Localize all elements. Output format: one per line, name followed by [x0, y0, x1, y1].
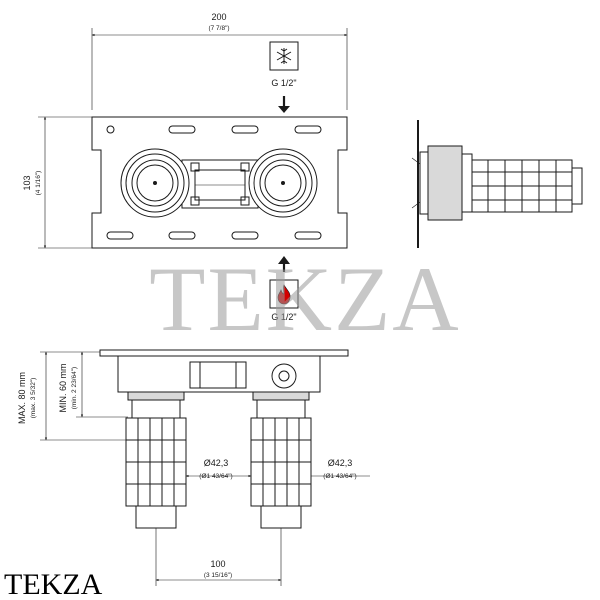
cold-inlet: G 1/2" [269, 41, 299, 113]
min-depth-in-label: (min. 2 23/64") [71, 367, 78, 409]
cold-inlet-label: G 1/2" [271, 78, 296, 88]
spacing-dimension: 100 (3 15/16") [155, 528, 282, 586]
spacing-in-label: (3 15/16") [204, 572, 232, 579]
width-mm-label: 200 [211, 12, 226, 22]
side-view [411, 120, 583, 248]
brand-logo-text: TEKZA [4, 568, 103, 600]
watermark-text: TEKZA [149, 248, 460, 350]
left-connector [120, 148, 190, 218]
right-connector [248, 148, 318, 218]
arrow-up-icon [278, 256, 290, 264]
depth-dimensions: MAX. 80 mm (max. 3 5/32") MIN. 60 mm (mi… [17, 351, 132, 441]
left-cylinder [125, 391, 187, 529]
top-view: MAX. 80 mm (max. 3 5/32") MIN. 60 mm (mi… [17, 349, 370, 586]
max-depth-in-label: (max. 3 5/32") [30, 378, 37, 419]
diameter-left-in-label: (Ø1 43/64") [199, 473, 232, 480]
snowflake-icon [276, 48, 292, 64]
front-view: 200 (7 7/8") 103 (4 1/16") G 1/2" [22, 12, 348, 322]
arrow-down-icon [278, 106, 290, 113]
diameter-right-in-label: (Ø1 43/64") [323, 473, 356, 480]
hot-inlet: G 1/2" [269, 256, 299, 322]
min-depth-mm-label: MIN. 60 mm [58, 363, 68, 412]
hot-inlet-label: G 1/2" [271, 312, 296, 322]
height-mm-label: 103 [22, 175, 32, 190]
mounting-plate [91, 116, 348, 249]
diameter-left-mm-label: Ø42,3 [204, 458, 229, 468]
spacing-mm-label: 100 [210, 559, 225, 569]
width-dimension: 200 (7 7/8") [91, 12, 348, 110]
flame-icon [277, 284, 291, 305]
max-depth-mm-label: MAX. 80 mm [17, 372, 27, 424]
right-cylinder [250, 391, 312, 529]
height-in-label: (4 1/16") [35, 171, 42, 196]
diameter-right-mm-label: Ø42,3 [328, 458, 353, 468]
height-dimension: 103 (4 1/16") [22, 116, 92, 249]
diameter-dimensions: Ø42,3 (Ø1 43/64") Ø42,3 (Ø1 43/64") [185, 458, 370, 480]
width-in-label: (7 7/8") [208, 25, 229, 32]
